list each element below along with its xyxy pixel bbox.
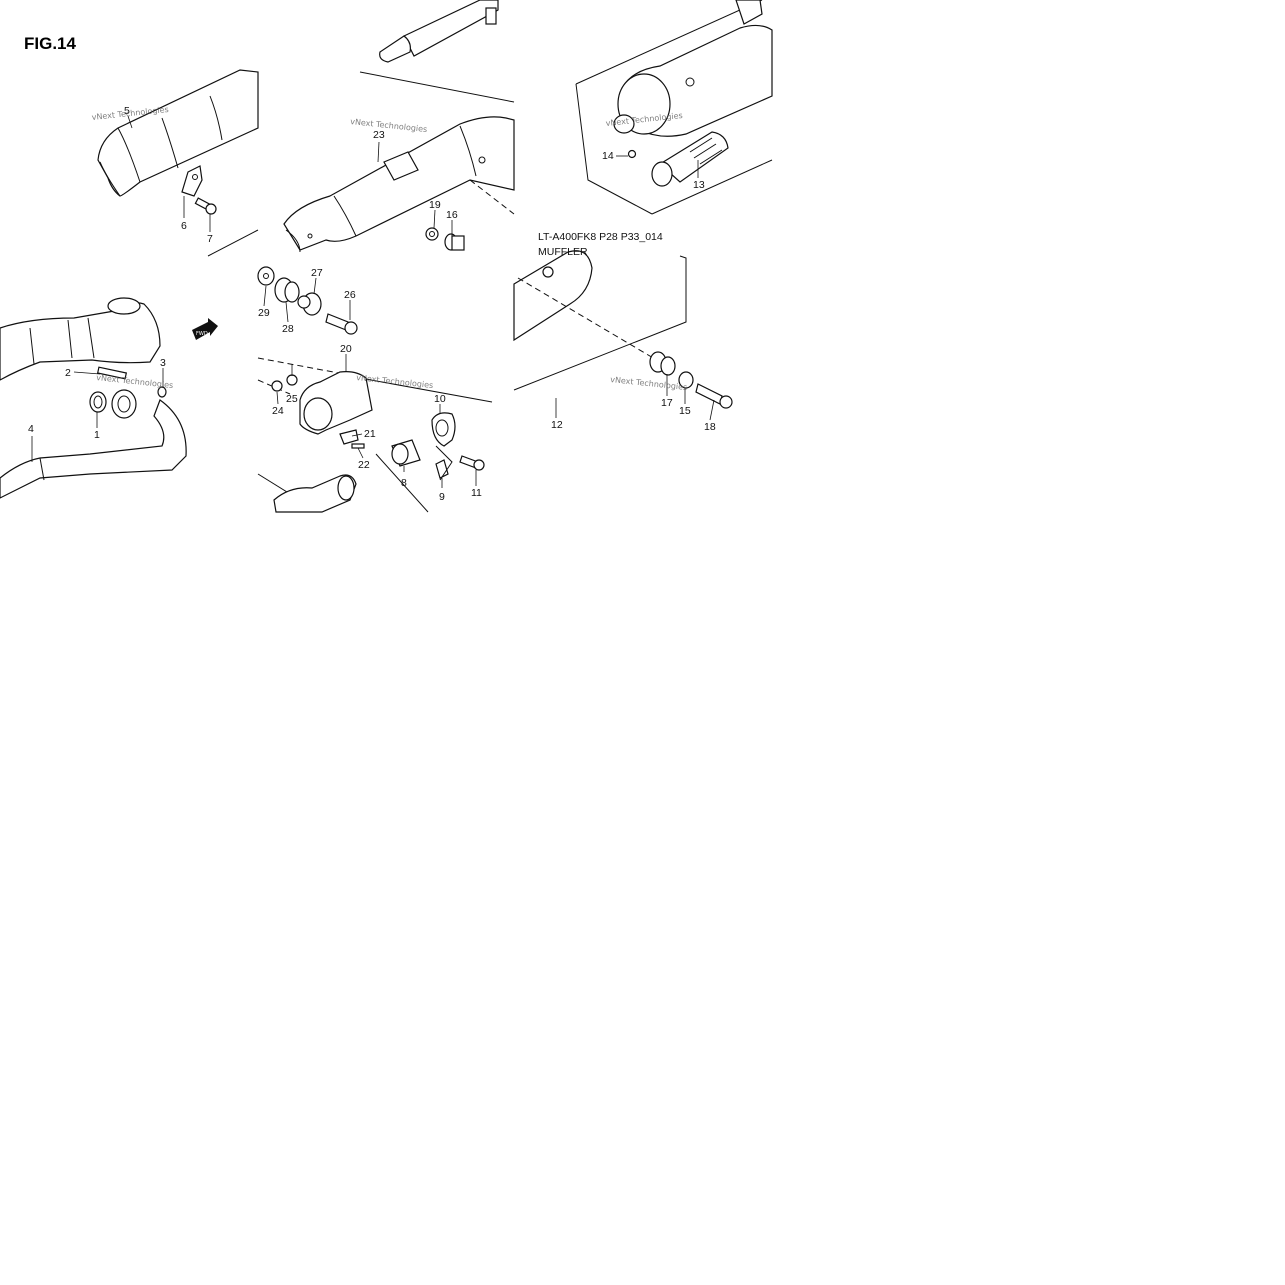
collar-27: [297, 292, 322, 316]
bracket-6: [181, 165, 203, 197]
watermark: vNext Technologies: [350, 117, 428, 134]
caption-line1: LT-A400FK8 P28 P33_014: [538, 231, 663, 243]
callout-20: 20: [340, 343, 352, 355]
callout-22: 22: [358, 459, 370, 471]
tube-top: [379, 0, 499, 63]
nut-24: [271, 380, 283, 392]
callout-24: 24: [272, 405, 284, 417]
callout-19: 19: [429, 199, 441, 211]
nut-9: [435, 459, 449, 479]
callout-26: 26: [344, 289, 356, 301]
collar-15: [678, 371, 694, 389]
callout-8: 8: [401, 477, 407, 489]
callout-17: 17: [661, 397, 673, 409]
muffler-body: [613, 0, 773, 137]
callout-2: 2: [65, 367, 71, 379]
bushing-16: [444, 233, 465, 251]
callout-12: 12: [551, 419, 563, 431]
watermark: vNext Technologies: [610, 375, 688, 392]
bolt-26: [325, 313, 358, 335]
clamp-10: [431, 412, 456, 447]
callout-25: 25: [286, 393, 298, 405]
callout-29: 29: [258, 307, 270, 319]
callout-10: 10: [434, 393, 446, 405]
sleeve-8: [391, 439, 421, 467]
bracket-21: [339, 429, 359, 445]
callout-16: 16: [446, 209, 458, 221]
bolt-7: [194, 197, 217, 215]
callout-13: 13: [693, 179, 705, 191]
caption-line2: MUFFLER: [538, 246, 588, 258]
heat-shield-5: [97, 69, 259, 197]
bolt-18: [695, 383, 733, 409]
exhaust-pipe-4: [0, 297, 187, 499]
fwd-label: FWD: [196, 331, 208, 337]
callout-23: 23: [373, 129, 385, 141]
watermark: vNext Technologies: [96, 373, 174, 390]
figure-title: FIG.14: [24, 34, 77, 53]
bolt-11: [459, 455, 485, 471]
clamp-2: [96, 366, 137, 419]
bolt-22: [351, 443, 365, 449]
muffler-bottom: [513, 250, 593, 342]
callout-1: 1: [94, 429, 100, 441]
callout-18: 18: [704, 421, 716, 433]
washer-25: [286, 374, 298, 386]
gasket-1: [89, 391, 107, 413]
fwd-arrow-icon: FWD: [192, 318, 218, 340]
callout-11: 11: [471, 487, 482, 499]
callout-21: 21: [364, 428, 376, 440]
callout-3: 3: [160, 357, 166, 369]
grommet-17: [649, 351, 676, 376]
callout-5: 5: [124, 105, 130, 117]
cover-20: [299, 371, 373, 435]
washer-29: [257, 266, 275, 286]
callout-6: 6: [181, 220, 187, 232]
tail-pipe-13: [651, 131, 729, 187]
muffler-lower: [273, 474, 357, 513]
callout-14: 14: [602, 150, 614, 162]
callout-27: 27: [311, 267, 323, 279]
nut-3: [157, 386, 167, 398]
callout-9: 9: [439, 491, 445, 503]
screw-14: [627, 149, 637, 159]
callout-28: 28: [282, 323, 294, 335]
callout-4: 4: [28, 423, 34, 435]
grommet-28: [274, 277, 300, 303]
muffler-cover-23: [283, 116, 515, 253]
callout-7: 7: [207, 233, 213, 245]
callout-15: 15: [679, 405, 691, 417]
nut-19: [425, 227, 439, 241]
